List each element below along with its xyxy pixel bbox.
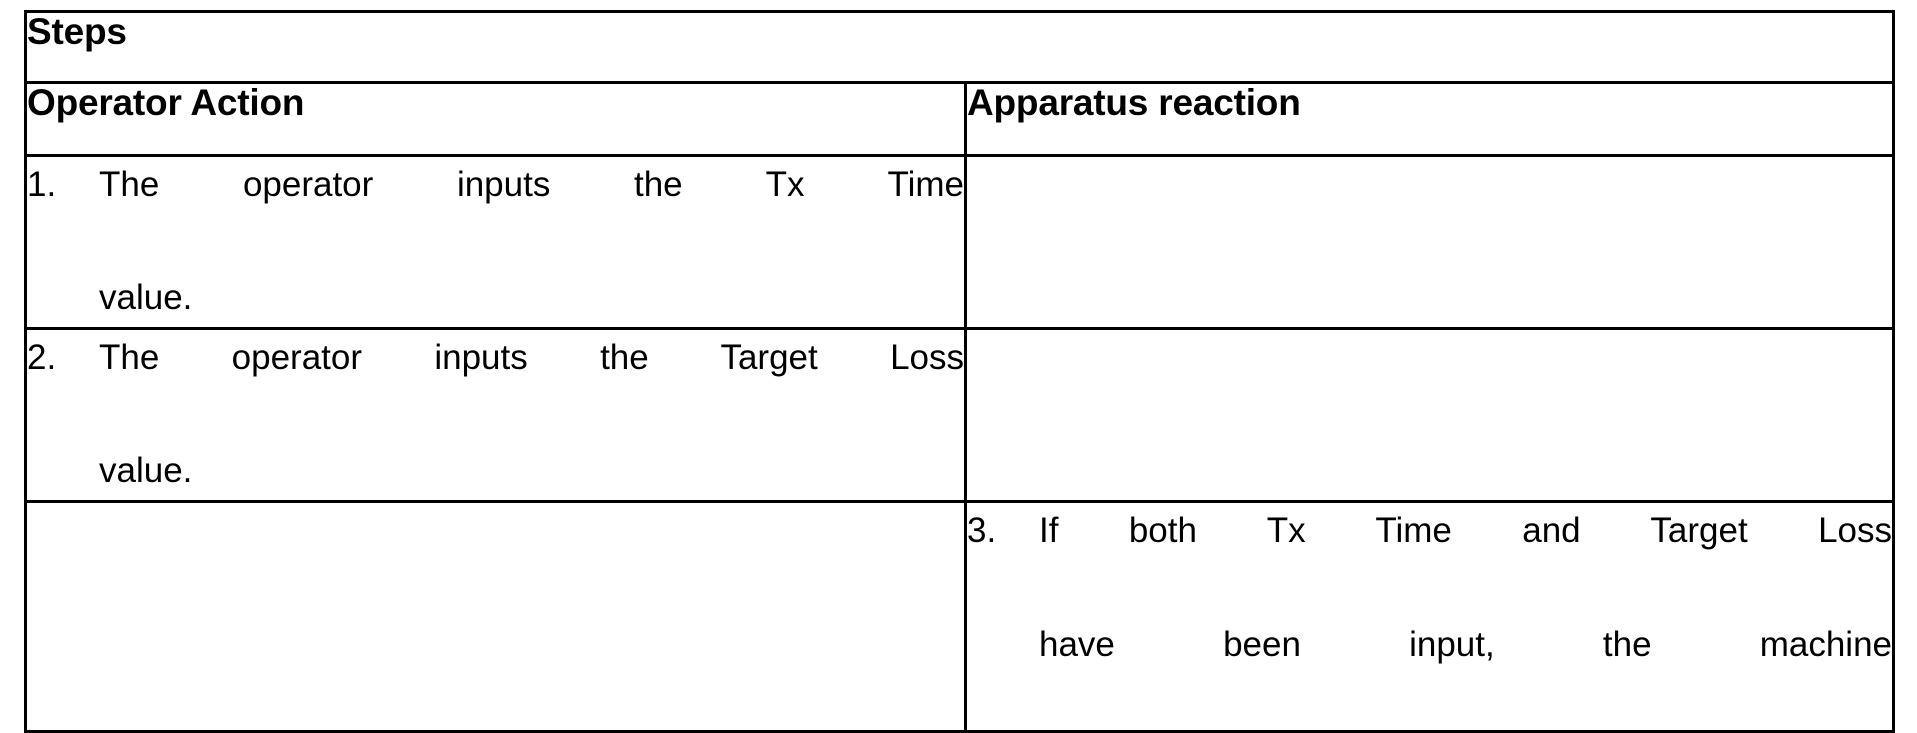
column-header-label-apparatus-reaction: Apparatus reaction xyxy=(967,82,1301,123)
steps-table: Steps Operator Action Apparatus reaction… xyxy=(23,10,1896,733)
step-item-3: 3. If both Tx Time and Target Loss have … xyxy=(967,503,1892,730)
column-header-apparatus-reaction: Apparatus reaction xyxy=(963,81,1896,157)
cell-apparatus-reaction-2 xyxy=(963,327,1896,504)
table-row: 1. The operator inputs the Tx Time value… xyxy=(24,153,1896,331)
table-title-cell: Steps xyxy=(23,10,1896,84)
column-header-operator-action: Operator Action xyxy=(24,81,967,157)
cell-operator-action-3 xyxy=(24,500,967,733)
step-line-1-1: The operator inputs the Tx Time xyxy=(99,165,964,204)
step-number-1: 1. xyxy=(27,165,57,204)
table-row: 2. The operator inputs the Target Loss v… xyxy=(24,327,1896,504)
step-number-2: 2. xyxy=(27,338,57,378)
step-line-2-2: value. xyxy=(99,451,193,491)
cell-apparatus-reaction-1 xyxy=(963,153,1896,331)
page-title: Steps xyxy=(27,11,127,52)
step-line-1-2: value. xyxy=(99,278,193,318)
table-header-row: Operator Action Apparatus reaction xyxy=(24,81,1896,157)
table-row: 3. If both Tx Time and Target Loss have … xyxy=(24,500,1896,733)
step-item-1: 1. The operator inputs the Tx Time value… xyxy=(27,157,964,327)
step-number-3: 3. xyxy=(967,511,997,551)
step-line-2-1: The operator inputs the Target Loss xyxy=(99,338,964,378)
step-line-3-2: have been input, the machine xyxy=(1039,624,1893,664)
step-item-2: 2. The operator inputs the Target Loss v… xyxy=(27,330,964,500)
cell-apparatus-reaction-3: 3. If both Tx Time and Target Loss have … xyxy=(963,500,1896,733)
column-header-label-operator-action: Operator Action xyxy=(27,82,305,123)
cell-operator-action-2: 2. The operator inputs the Target Loss v… xyxy=(24,327,967,504)
cell-operator-action-1: 1. The operator inputs the Tx Time value… xyxy=(24,153,967,331)
step-line-3-1: If both Tx Time and Target Loss xyxy=(1039,511,1893,551)
table-title-row: Steps xyxy=(23,10,1896,84)
